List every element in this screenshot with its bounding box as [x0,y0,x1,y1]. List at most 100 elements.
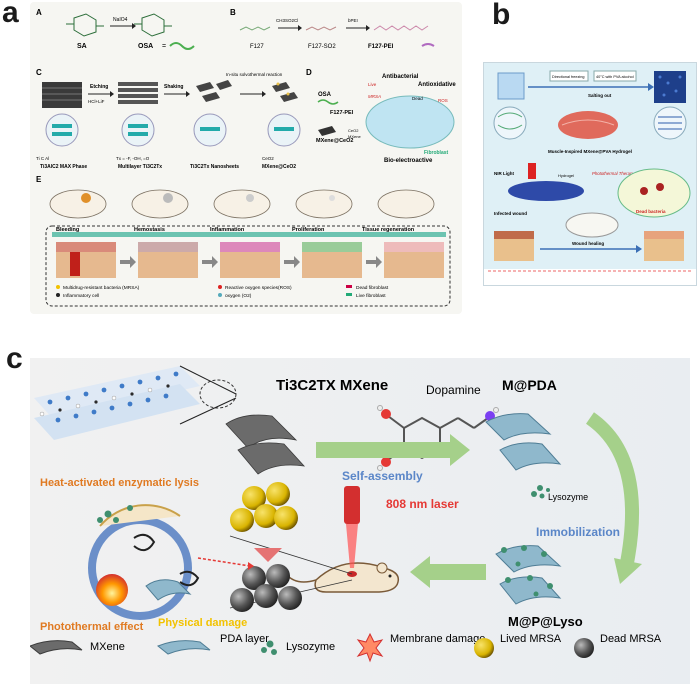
d-label-osa: OSA [318,92,332,98]
legend-c-atoms: Ti C Al [36,156,49,161]
bacteria-arrow [254,548,282,562]
sub-label-C: C [36,68,42,77]
f127-chain [239,26,271,31]
f127pei-chain [373,25,429,31]
label-dead-bacteria: Dead bacteria [636,209,666,214]
legend-e-inflammatory: Inflammatory cell [63,293,99,299]
panel-c-legend: MXene PDA layer Lysozyme Membrane damage… [29,632,662,663]
step-solvothermal: In-situ solvothermal reaction [226,72,283,77]
lysozyme-cluster [531,485,550,499]
label-pva-alcohol: 40°C with PVA alcohol [596,75,634,79]
d-label-mxene: MXene@CeO2 [316,138,353,144]
label-nir-light: NIR Light [494,171,514,176]
d-dead: Dead [412,96,423,101]
mice-row [49,189,435,219]
muscle-icon [558,111,618,139]
nanosheets [196,80,232,102]
lattice-views [45,113,301,147]
d-live: Live [368,82,377,87]
dna-icon [133,533,156,552]
label-salting-out: Salting out [588,93,612,98]
stage-mxene-ceo2: MXene@CeO2 [262,164,296,170]
f127so-chain [305,26,337,31]
step-shaking: Shaking [164,84,183,90]
lysozyme-label: Lysozyme [548,492,588,502]
wound-2 [163,193,173,203]
legend-membrane: Membrane damage [390,633,485,645]
legend-dead: Dead MRSA [600,633,662,645]
d-mxene-icon [318,126,336,136]
legend-dead-icon [574,638,594,658]
panel-b: Directional freezing 40°C with PVA alcoh… [483,62,697,286]
cycle-sheet [145,579,192,601]
step-etching: Etching [90,84,108,90]
immobilization-arrow [585,412,640,570]
membrane-arc [99,504,181,527]
stage-hemostasis: Hemostasis [134,227,165,233]
reagent-naio4: NaIO4 [113,17,128,23]
cube-after [654,71,686,103]
label-f127: F127 [250,44,264,50]
panel-b-mouse [565,212,619,238]
d-label-f127pei: F127-PEI [330,110,354,116]
legend-lysozyme-icon [261,640,277,655]
legend-c-tx: Tx = -F, -OH, =O [116,156,150,161]
mxene-sheets [225,414,306,475]
d-bioelectro: Bio-electroactive [384,158,433,164]
panel-letter-b: b [492,0,511,31]
label-sa: SA [77,43,87,50]
tissue-box [45,225,451,307]
label-wound-healing: Wound healing [572,241,604,246]
laser-beam [346,524,358,568]
panel-a: A NaIO4 SA OSA = B CH3SO2Cl bPEI F127 F1… [30,2,462,314]
multilayer-block [118,82,158,104]
panel-letter-c: c [6,342,23,375]
osa-chain-icon [169,42,195,50]
legend-pda-icon [157,640,211,655]
reagent-bpei: bPEI [348,18,358,23]
stage-gradient-bar [52,232,446,237]
d-label-ceo2: CeO2 [348,128,359,133]
stage-inflammation: Inflammation [210,227,245,233]
panel-b-footer [484,269,696,285]
mpda-sheets [485,413,562,471]
reagent-ch3so2cl: CH3SO2Cl [276,18,298,23]
self-assembly-arrow [316,434,470,466]
label-hydrogel: Hydrogel [558,173,574,178]
label-photothermal-therapy: Photothermal Therapy [592,171,635,176]
legend-e-dead-fibroblast: Dead fibroblast [356,285,389,291]
legend-e-oxygen: oxygen (O2) [225,293,252,299]
legend-e-live-fibroblast: Live fibroblast [356,293,386,299]
label-hydrogel-title: Muscle-Inspired MXene@PVA Hydrogel [548,149,632,154]
mxene-lattice [34,366,200,440]
nir-laser-icon [528,163,536,179]
tissue-blocks [56,242,444,278]
legend-mxene-icon [29,640,83,655]
d-antibacterial: Antibacterial [382,74,419,80]
step-hcl-lif: HCl+LiF [88,99,105,104]
d-fibroblast: Fibroblast [424,150,449,156]
panel-a-figure: A NaIO4 SA OSA = B CH3SO2Cl bPEI F127 F1… [36,8,456,307]
sub-label-B: B [230,8,236,17]
legend-pda: PDA layer [220,633,269,645]
legend-lived: Lived MRSA [500,633,562,645]
hydrogel-blob [365,95,455,149]
svg-text:=: = [162,43,166,50]
mxene-title: Ti3C2TX MXene [276,377,388,394]
label-directional-freezing: Directional freezing [552,75,585,79]
cube-before [497,72,525,100]
label-f127so2: F127-SO2 [308,44,336,50]
dopamine-label: Dopamine [426,383,481,397]
mouse [285,562,400,593]
panel-b-figure: Directional freezing 40°C with PVA alcoh… [484,70,696,285]
fire-icon [96,574,128,606]
immobilization-label: Immobilization [536,525,620,539]
box-directional-freezing [549,70,589,82]
d-ros: ROS [438,98,448,103]
legend-membrane-icon [356,632,384,663]
label-osa: OSA [138,43,153,50]
stage-nanosheets: Ti3C2Tx Nanosheets [190,164,239,170]
stage-tissue-regeneration: Tissue regeneration [362,227,415,233]
stage-max: Ti3AlC2 MAX Phase [40,164,87,170]
legend-mxene: MXene [90,641,125,653]
